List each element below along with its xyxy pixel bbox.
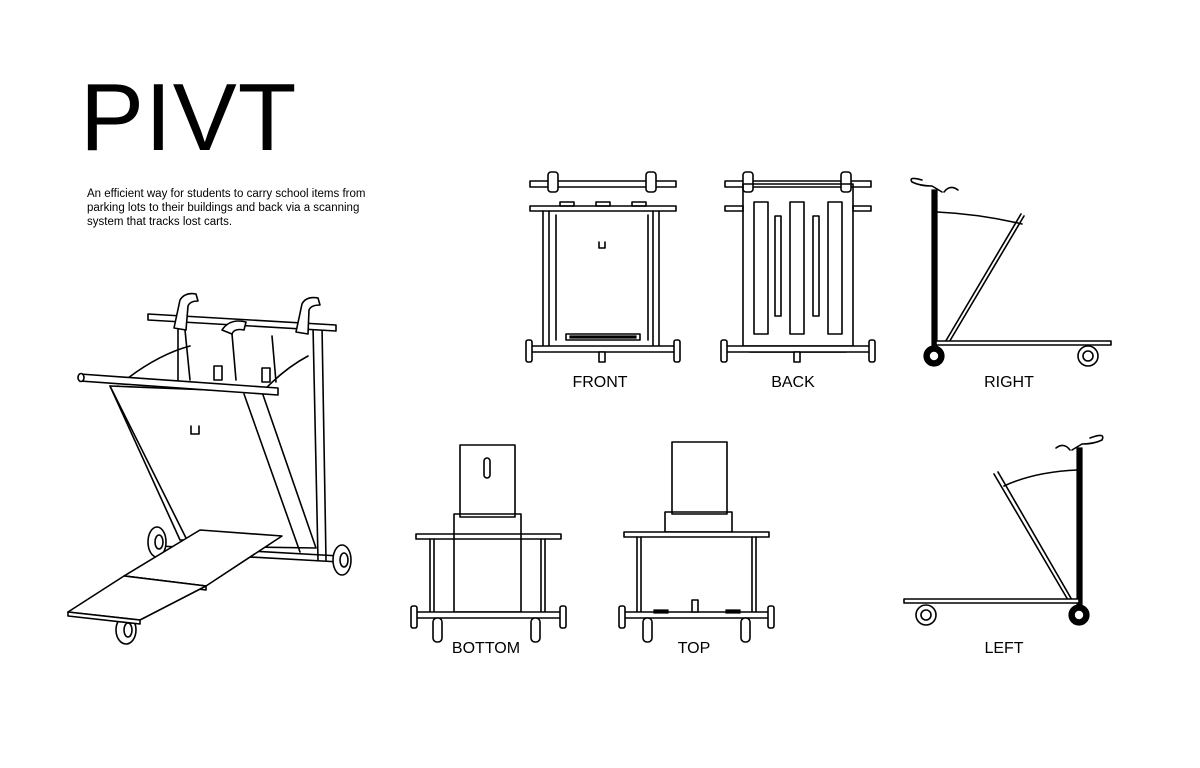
back-view — [721, 172, 875, 362]
top-view — [619, 442, 774, 642]
product-description: An efficient way for students to carry s… — [87, 188, 366, 228]
view-label-right: RIGHT — [984, 374, 1034, 391]
view-label-top: TOP — [677, 640, 711, 657]
bottom-view — [411, 445, 566, 642]
front-view — [526, 172, 680, 362]
page-title: PIVT — [80, 64, 298, 171]
view-label-bottom: BOTTOM — [451, 640, 521, 657]
isometric-view — [68, 294, 351, 644]
view-label-left: LEFT — [984, 640, 1024, 657]
right-view — [911, 178, 1111, 366]
view-label-back: BACK — [771, 374, 815, 391]
view-label-front: FRONT — [572, 374, 628, 391]
left-view — [904, 435, 1103, 625]
